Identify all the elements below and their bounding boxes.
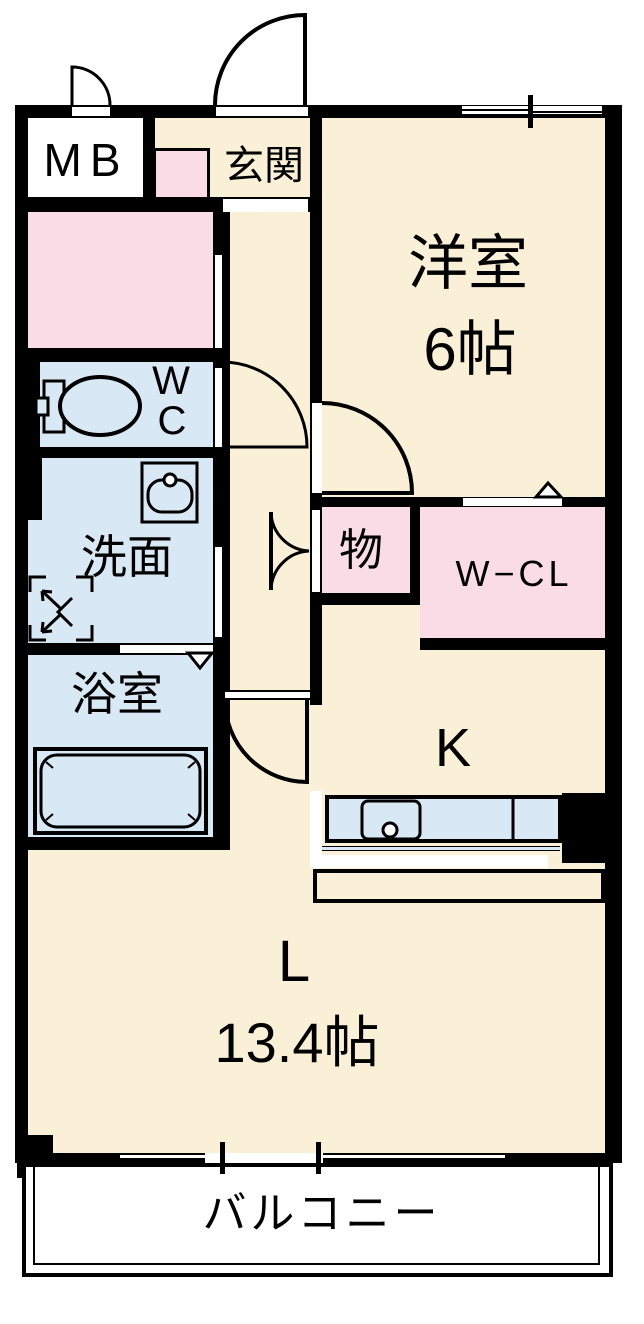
wall-kitchen-chunk [562, 793, 605, 863]
bathroom-label: 浴室 [71, 668, 163, 720]
mb-door-swing-arc [70, 65, 112, 106]
kitchen-counter-edge [322, 846, 560, 851]
yoshitsu-door-opening [312, 403, 322, 493]
wall-right [605, 105, 622, 1163]
genkan-hall-opening [223, 199, 308, 212]
closet-room [28, 207, 213, 348]
balcony-label: バルコニー [202, 1189, 442, 1238]
wall-storage-wcl-divider [410, 505, 420, 605]
kitchen-label: K [434, 718, 472, 778]
yoshitsu-window [462, 106, 602, 114]
genkan-label: 玄関 [224, 144, 304, 188]
bathroom-door-opening [120, 645, 213, 653]
wcl-door-opening [463, 498, 562, 506]
wc-label-c: C [157, 399, 187, 443]
storage-door-opening [312, 510, 320, 592]
genkan-shoe-cabinet [153, 148, 210, 202]
washroom-label: 洗面 [81, 531, 173, 583]
wall-mb-right [143, 105, 155, 207]
wall-wcl-bottom [420, 638, 605, 650]
bathtub-icon [33, 747, 208, 835]
kitchen-front-counter [313, 869, 605, 903]
wall-washroom-chunk [28, 458, 42, 520]
mb-door-threshold [72, 107, 110, 116]
genkan-door-threshold [216, 107, 308, 116]
wc-label-w: W [152, 359, 190, 403]
wall-wc-left-chunk [15, 362, 40, 447]
kitchen-counter-left-gap [310, 791, 322, 867]
washroom-door-opening [215, 547, 222, 637]
walk-in-closet-room [420, 505, 605, 638]
ldk-door-threshold [225, 690, 310, 700]
meter-box-room [28, 117, 143, 200]
mb-label: MB [43, 134, 129, 186]
western-room-size: 6帖 [423, 316, 517, 383]
balcony-inner-rail [33, 1163, 600, 1265]
kitchen-counter [325, 795, 562, 843]
living-size: 13.4帖 [214, 1011, 380, 1074]
balcony-area [22, 1163, 613, 1277]
genkan-door-swing-arc [213, 12, 307, 106]
storage-label: 物 [339, 526, 383, 575]
kitchen-counter-white-strip [313, 855, 548, 868]
wall-wc-bottom [15, 447, 230, 458]
wall-closet-bottom [15, 348, 230, 362]
western-room-label: 洋室 [408, 230, 528, 297]
wall-left [15, 105, 28, 1163]
living-label: L [277, 929, 311, 994]
balcony-window-wide [205, 1153, 323, 1163]
wall-storage-bottom [310, 593, 420, 605]
closet-door-opening [215, 255, 222, 348]
storage-room [322, 507, 410, 593]
wall-bathroom-bottom [15, 837, 230, 850]
wc-door-opening [215, 368, 222, 447]
walk-in-closet-label: W−CL [455, 553, 573, 594]
